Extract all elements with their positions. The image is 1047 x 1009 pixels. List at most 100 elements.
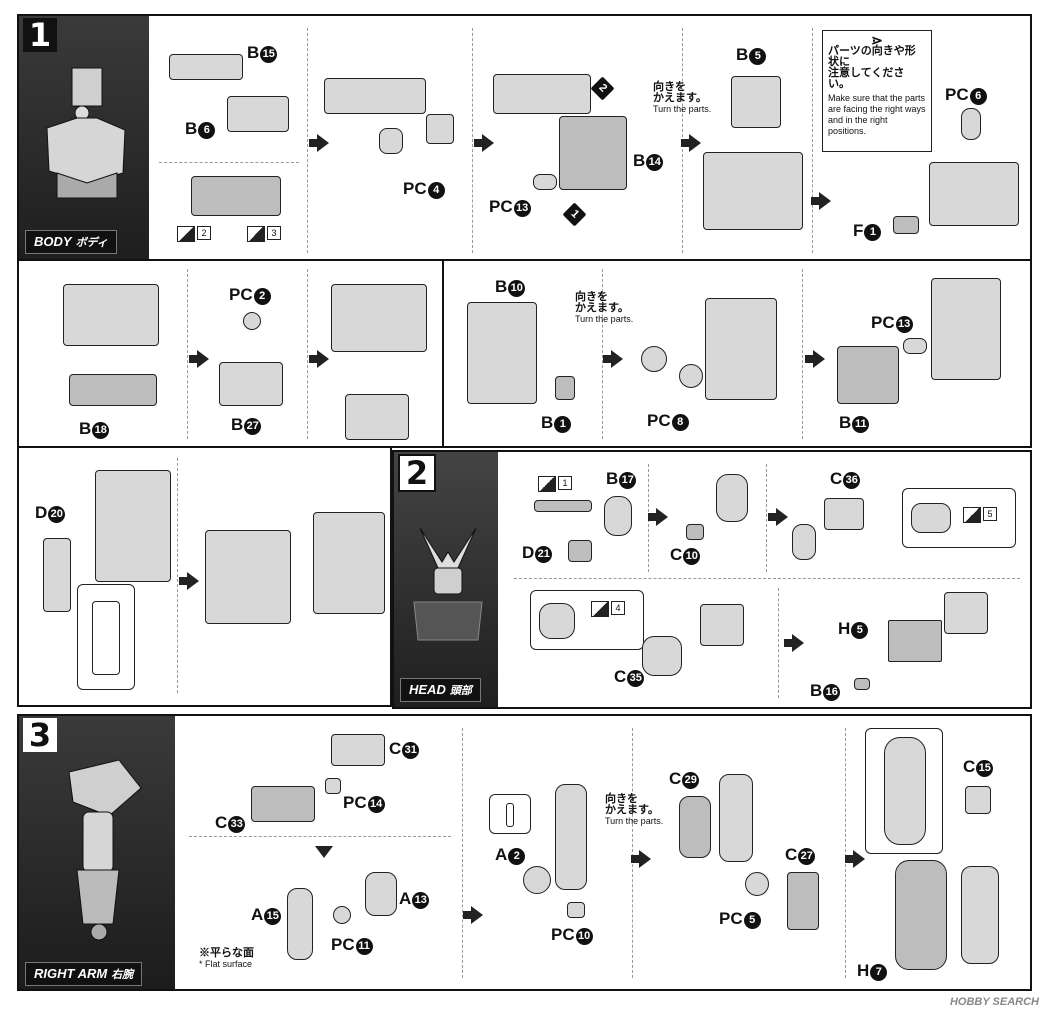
- flat-marker-icon: [506, 803, 514, 827]
- part-c27: [787, 872, 819, 930]
- label-number: 35: [627, 670, 645, 687]
- part-b1: [555, 376, 575, 400]
- sequence-marker: 1: [562, 202, 587, 227]
- part-body-frame: [324, 78, 426, 114]
- arrow-right-icon: [463, 906, 483, 924]
- arrow-right-icon: [309, 350, 329, 368]
- label-prefix: PC: [403, 179, 427, 198]
- part-c33: [251, 786, 315, 822]
- ref-number: 4: [611, 601, 625, 616]
- label-number: 20: [48, 506, 66, 523]
- part-b15: [169, 54, 243, 80]
- part-pc5: [745, 872, 769, 896]
- part-arm-assembled: [961, 866, 999, 964]
- part-d20-detail: [92, 601, 120, 675]
- part-pc2: [243, 312, 261, 330]
- part-body-assembled: [331, 284, 427, 352]
- label-prefix: B: [185, 119, 198, 138]
- label-number: 2: [253, 288, 271, 305]
- part-c15: [965, 786, 991, 814]
- label-prefix: C: [963, 757, 976, 776]
- flat-surface-note: ※平らな面 * Flat surface: [199, 948, 254, 970]
- label-prefix: B: [736, 45, 749, 64]
- part-waist-side: [95, 470, 171, 582]
- row-divider: [19, 259, 1032, 261]
- part-f1: [893, 216, 919, 234]
- label-prefix: PC: [551, 925, 575, 944]
- label-prefix: A: [251, 905, 264, 924]
- arrow-right-icon: [768, 508, 788, 526]
- divider: [802, 269, 803, 439]
- tag-jp: 頭部: [449, 685, 472, 697]
- label-prefix: PC: [647, 411, 671, 430]
- label-number: 13: [513, 200, 531, 217]
- label-prefix: B: [231, 415, 244, 434]
- divider: [778, 588, 779, 698]
- gate-icon: [177, 226, 195, 242]
- part-arm-core-2: [719, 774, 753, 862]
- label-number: 13: [412, 892, 430, 909]
- turn-en: Turn the parts.: [575, 314, 634, 324]
- part-c35: [642, 636, 682, 676]
- label-number: 11: [852, 416, 870, 433]
- arrow-right-icon: [474, 134, 494, 152]
- arrow-down-icon: [315, 846, 333, 858]
- arrow-right-icon: [681, 134, 701, 152]
- part-body-lower: [63, 284, 159, 346]
- part-b6: [227, 96, 289, 132]
- seq-2: 2: [590, 76, 615, 101]
- label-number: 33: [228, 816, 246, 833]
- step-number: 3: [23, 718, 57, 752]
- part-c36-detail: [911, 503, 951, 533]
- gate-icon: [963, 507, 981, 523]
- label-prefix: B: [810, 681, 823, 700]
- turn-en: Turn the parts.: [605, 816, 664, 826]
- divider: [632, 728, 633, 978]
- watermark: HOBBY SEARCH: [949, 996, 1039, 1008]
- part-head-face-2: [792, 524, 816, 560]
- seq-1: 1: [562, 202, 587, 227]
- label-prefix: A: [495, 845, 508, 864]
- part-b5: [731, 76, 781, 128]
- turn-parts-note: 向きを かえます。 Turn the parts.: [605, 794, 663, 827]
- part-body-upper: [929, 162, 1019, 226]
- part-b11: [837, 346, 899, 404]
- ref-5: 5: [963, 507, 997, 523]
- label-prefix: C: [614, 667, 627, 686]
- divider: [159, 162, 299, 163]
- label-prefix: F: [853, 221, 864, 240]
- label-number: 17: [619, 472, 637, 489]
- label-number: 6: [969, 88, 987, 105]
- part-pc4-a: [379, 128, 403, 154]
- part-h7-detail: [884, 737, 926, 845]
- label-prefix: D: [35, 503, 48, 522]
- part-d20: [43, 538, 71, 612]
- divider: [602, 269, 603, 439]
- detail-inset: [77, 584, 135, 690]
- label-number: 29: [682, 772, 700, 789]
- label-prefix: B: [495, 277, 508, 296]
- tag-jp: 右腕: [111, 969, 134, 981]
- arrow-right-icon: [784, 634, 804, 652]
- arrow-right-icon: [805, 350, 825, 368]
- sequence-marker: 2: [590, 76, 615, 101]
- ref-number: 5: [983, 507, 997, 522]
- divider: [845, 728, 846, 978]
- part-c36: [824, 498, 864, 530]
- label-prefix: C: [389, 739, 402, 758]
- part-pc11: [333, 906, 351, 924]
- divider: [307, 28, 308, 253]
